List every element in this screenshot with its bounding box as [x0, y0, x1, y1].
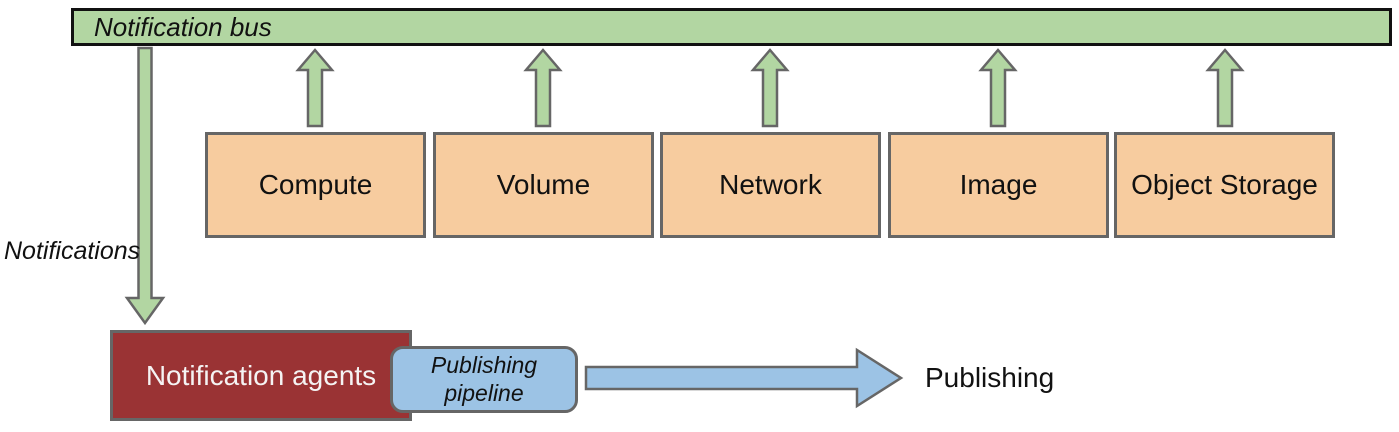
- up-arrow-image-icon: [978, 48, 1018, 128]
- publishing-label: Publishing: [925, 362, 1055, 393]
- up-arrow-volume-icon: [523, 48, 563, 128]
- notification-agents-box: Notification agents: [110, 330, 412, 421]
- notification-bus-bar: Notification bus: [71, 8, 1392, 46]
- service-label-image: Image: [959, 169, 1038, 200]
- service-label-compute: Compute: [258, 169, 373, 200]
- up-arrow-compute-icon: [295, 48, 335, 128]
- publishing-right-arrow-icon: [584, 347, 904, 409]
- service-label-volume: Volume: [496, 169, 591, 200]
- service-box-image: Image: [888, 132, 1109, 238]
- publishing-pipeline-box: Publishing pipeline: [390, 346, 578, 413]
- notifications-down-arrow-icon: [124, 46, 166, 326]
- up-arrow-network-icon: [750, 48, 790, 128]
- service-label-object-storage: Object Storage: [1131, 169, 1318, 200]
- service-label-network: Network: [719, 169, 822, 200]
- notifications-label: Notifications: [4, 237, 141, 265]
- up-arrow-object-storage-icon: [1205, 48, 1245, 128]
- publishing-pipeline-label: Publishing pipeline: [430, 351, 538, 406]
- service-box-volume: Volume: [433, 132, 654, 238]
- service-box-network: Network: [660, 132, 881, 238]
- service-box-object-storage: Object Storage: [1114, 132, 1335, 238]
- notification-bus-label: Notification bus: [94, 11, 272, 42]
- notification-agents-label: Notification agents: [145, 359, 377, 391]
- service-box-compute: Compute: [205, 132, 426, 238]
